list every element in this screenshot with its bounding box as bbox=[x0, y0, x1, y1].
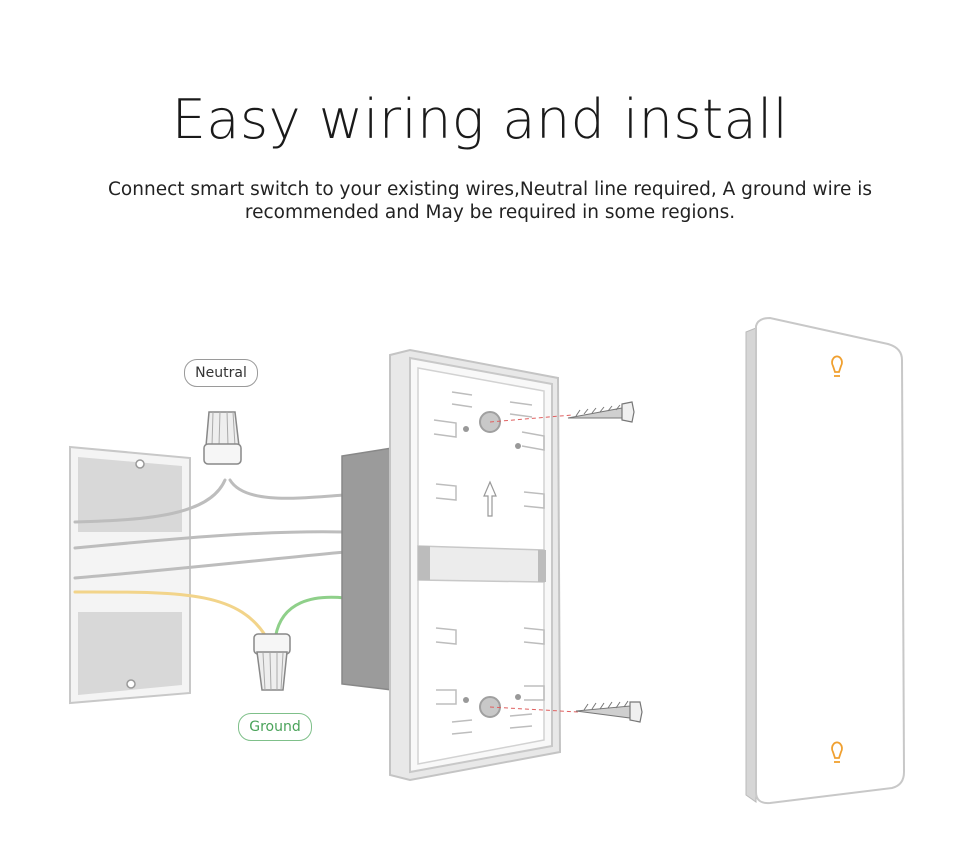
neutral-label: Neutral bbox=[184, 359, 258, 387]
wall-box-icon bbox=[69, 445, 191, 705]
cover-plate-icon bbox=[745, 316, 906, 805]
screw-guides bbox=[489, 414, 579, 713]
page-title: Easy wiring and install bbox=[171, 88, 789, 151]
bulb-icon bbox=[831, 355, 843, 377]
screw-icon bbox=[567, 401, 635, 423]
switch-module-icon bbox=[341, 447, 393, 691]
screw-icon bbox=[575, 700, 643, 723]
page-description: Connect smart switch to your existing wi… bbox=[108, 179, 872, 223]
wires bbox=[73, 478, 347, 642]
ground-label: Ground bbox=[238, 713, 312, 741]
bulb-icon bbox=[831, 741, 843, 763]
wire-nut-icon bbox=[203, 410, 242, 465]
switch-frame-icon bbox=[389, 348, 562, 782]
wire-nut-icon bbox=[253, 633, 291, 691]
